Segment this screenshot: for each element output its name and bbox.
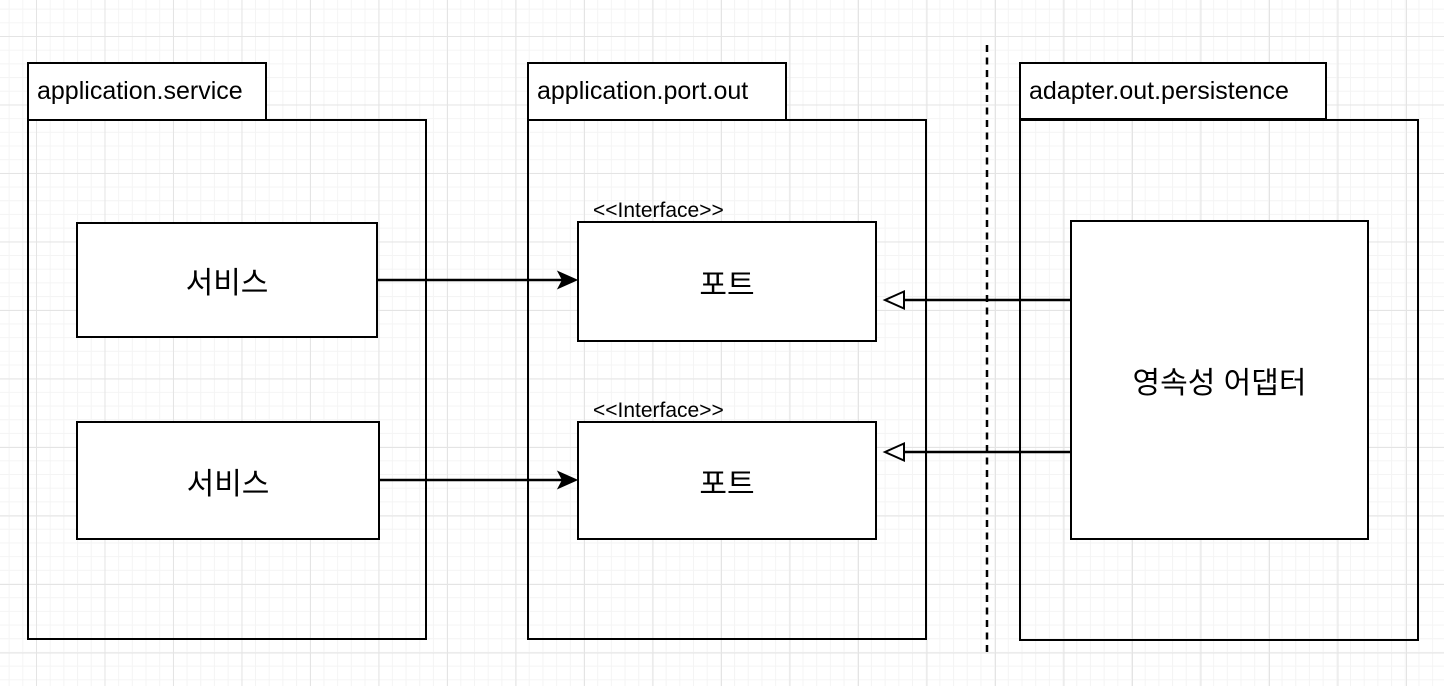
- open-arrowhead-icon: [882, 289, 905, 311]
- node-port-1[interactable]: 포트: [577, 221, 877, 342]
- edge-adapter-port1[interactable]: [882, 289, 1070, 311]
- node-label: 영속성 어댑터: [1132, 367, 1307, 400]
- node-persistence-adapter[interactable]: 영속성 어댑터: [1070, 220, 1369, 540]
- stereotype-port-1: <<Interface>>: [593, 199, 724, 222]
- edge-adapter-port2[interactable]: [882, 441, 1070, 463]
- node-label: 포트: [699, 467, 755, 501]
- package-tab-application-service[interactable]: application.service: [27, 62, 267, 121]
- node-service-2[interactable]: 서비스: [76, 421, 380, 540]
- node-port-2[interactable]: 포트: [577, 421, 877, 540]
- package-label: application.service: [37, 77, 243, 105]
- node-label: 서비스: [186, 467, 270, 501]
- open-arrowhead-icon: [882, 441, 905, 463]
- edge-service1-port1[interactable]: [378, 270, 579, 290]
- node-label: 서비스: [185, 267, 269, 300]
- package-tab-application-port-out[interactable]: application.port.out: [527, 62, 787, 121]
- node-label: 포트: [699, 268, 755, 302]
- package-label: adapter.out.persistence: [1029, 76, 1289, 105]
- package-label: application.port.out: [537, 77, 749, 105]
- node-service-1[interactable]: 서비스: [76, 222, 378, 338]
- edge-service2-port2[interactable]: [380, 470, 579, 490]
- filled-arrowhead-icon: [556, 470, 579, 490]
- filled-arrowhead-icon: [556, 270, 579, 290]
- stereotype-port-2: <<Interface>>: [593, 399, 724, 422]
- package-tab-adapter-out-persistence[interactable]: adapter.out.persistence: [1019, 62, 1327, 120]
